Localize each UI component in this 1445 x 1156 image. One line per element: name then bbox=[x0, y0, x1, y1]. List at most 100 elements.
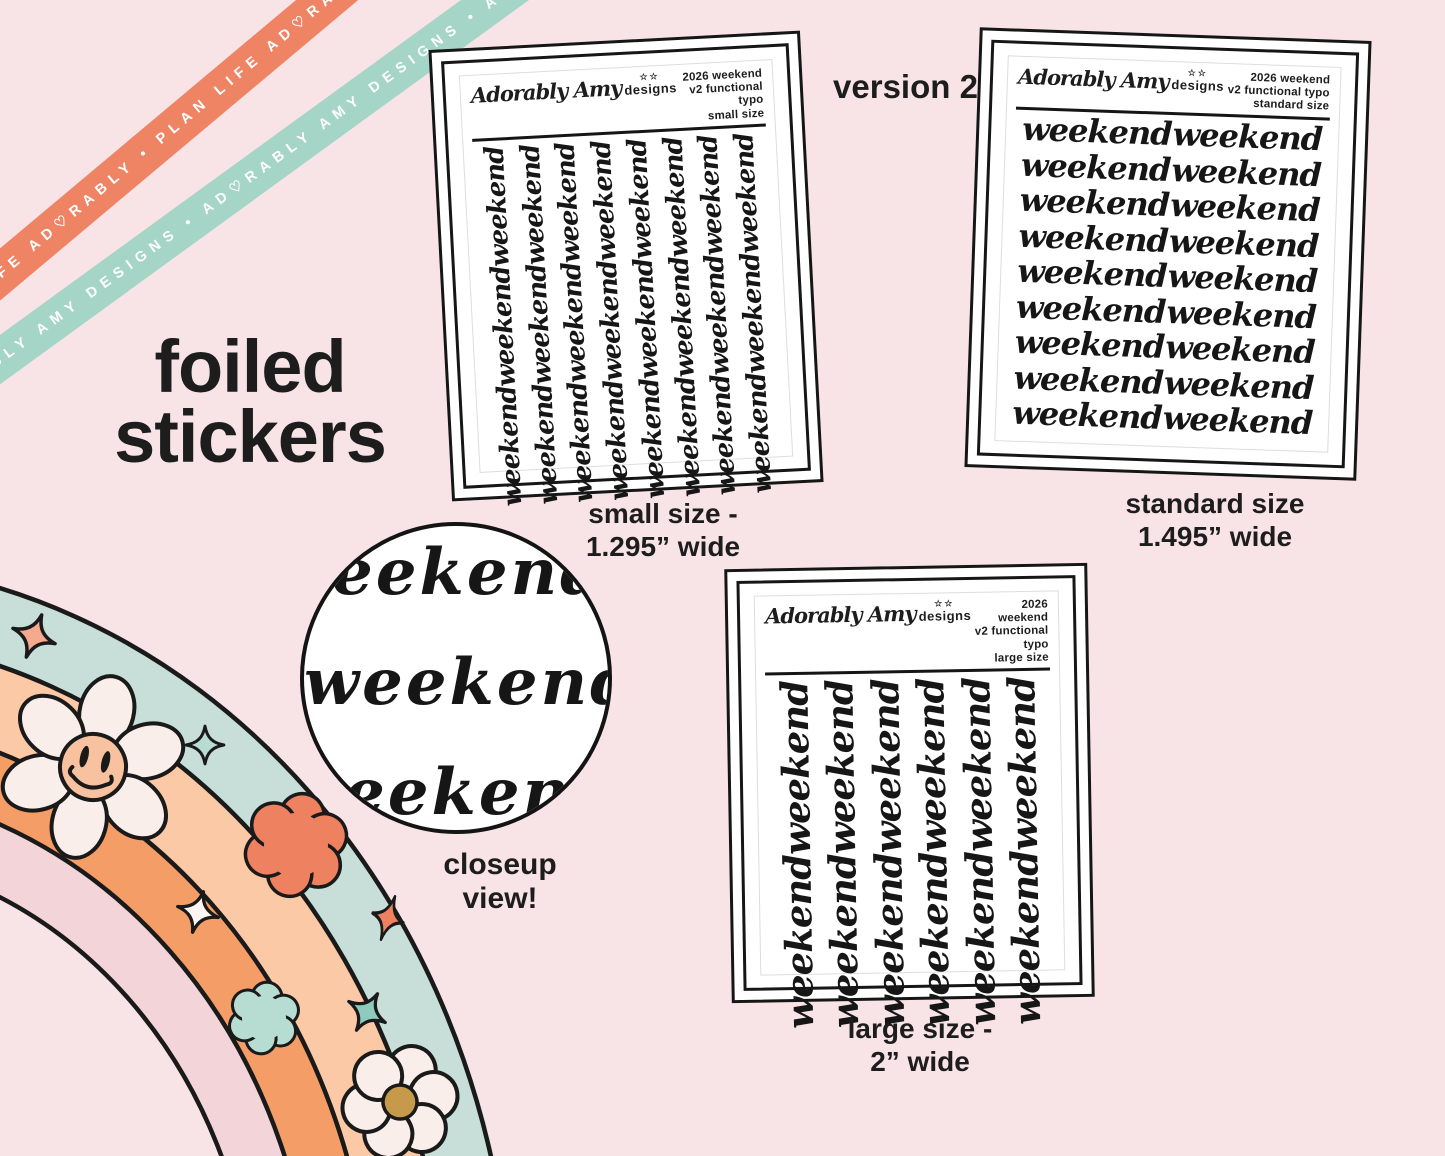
weekend-sticker: weekend bbox=[956, 851, 1004, 1027]
weekend-sticker: weekend bbox=[1015, 287, 1167, 331]
weekend-sticker: weekend bbox=[1167, 257, 1318, 301]
headline: foiled stickers bbox=[80, 330, 420, 478]
weekend-sticker: weekend bbox=[729, 132, 766, 255]
sheet-meta: 2026 weekend v2 functional typo small si… bbox=[682, 67, 765, 123]
weekend-sticker: weekend bbox=[820, 853, 868, 1029]
mint-flower-icon bbox=[228, 980, 300, 1056]
weekend-sticker: weekend bbox=[599, 380, 636, 502]
brand-script: Adorably Amy bbox=[764, 600, 916, 629]
weekend-sticker: weekend bbox=[586, 140, 623, 262]
brand-suffix: ☆☆designs bbox=[623, 70, 678, 98]
weekend-sticker: weekend bbox=[592, 260, 630, 382]
weekend-sticker: weekend bbox=[550, 142, 588, 264]
caption-standard-size: standard size 1.495” wide bbox=[1125, 488, 1305, 552]
weekend-sticker: weekend bbox=[1170, 150, 1322, 194]
weekend-sticker: weekend bbox=[775, 854, 823, 1030]
closeup-word: weekend bbox=[304, 645, 612, 720]
sparkle-icon bbox=[347, 992, 387, 1032]
caption-closeup: closeup view! bbox=[443, 848, 557, 915]
weekend-sticker: weekend bbox=[1002, 850, 1050, 1026]
weekend-sticker: weekend bbox=[1017, 216, 1169, 260]
weekend-sticker: weekend bbox=[557, 262, 594, 384]
stars-icon: ☆☆ bbox=[1187, 67, 1208, 79]
sparkle-icon bbox=[11, 613, 57, 659]
weekend-sticker: weekend bbox=[735, 252, 772, 375]
weekend-sticker: weekend bbox=[1012, 358, 1164, 402]
sticker-sheet-small: Adorably Amy☆☆designs 2026 weekend v2 fu… bbox=[428, 30, 824, 507]
weekend-sticker: weekend bbox=[1162, 399, 1313, 443]
brand-logo: Adorably Amy☆☆designs bbox=[1018, 64, 1225, 96]
headline-line2: stickers bbox=[114, 395, 387, 478]
stars-icon: ☆☆ bbox=[934, 598, 955, 609]
weekend-sticker: weekend bbox=[1172, 115, 1323, 159]
weekend-sticker: weekend bbox=[817, 679, 865, 855]
sticker-paper: Adorably Amy☆☆designs 2026 weekend v2 fu… bbox=[994, 55, 1342, 453]
weekend-sticker: weekend bbox=[657, 136, 695, 258]
sparkle-icon bbox=[184, 724, 226, 766]
sheet-meta: 2026 weekend v2 functional typo standard… bbox=[1227, 71, 1331, 113]
weekend-sticker: weekend bbox=[1021, 110, 1173, 154]
sticker-paper: Adorably Amy☆☆designs 2026 weekend v2 fu… bbox=[753, 590, 1066, 1029]
weekend-sticker: weekend bbox=[527, 383, 565, 506]
sheet-meta: 2026 weekend v2 functional typo large si… bbox=[974, 598, 1049, 665]
sparkle-icon bbox=[176, 890, 220, 934]
weekend-sticker: weekend bbox=[1168, 221, 1320, 266]
brand-suffix: ☆☆designs bbox=[918, 598, 972, 624]
weekend-sticker: weekend bbox=[479, 145, 516, 268]
weekend-sticker: weekend bbox=[1014, 323, 1165, 367]
weekend-sticker: weekend bbox=[706, 374, 743, 496]
weekend-sticker: weekend bbox=[634, 378, 672, 500]
weekend-sticker: weekend bbox=[699, 254, 737, 377]
brand-script: Adorably Amy bbox=[1017, 63, 1170, 94]
gold-daisy-flower-icon bbox=[340, 1044, 460, 1156]
weekend-sticker: weekend bbox=[1169, 186, 1321, 230]
weekend-sticker: weekend bbox=[1164, 328, 1316, 372]
brand-script: Adorably Amy bbox=[470, 75, 622, 108]
weekend-sticker: weekend bbox=[862, 679, 911, 854]
weekend-sticker: weekend bbox=[953, 677, 1001, 853]
sheet-inner-frame: Adorably Amy☆☆designs 2026 weekend v2 fu… bbox=[441, 43, 811, 507]
weekend-sticker: weekend bbox=[1016, 252, 1168, 296]
weekend-sticker: weekend bbox=[664, 256, 701, 378]
weekend-sticker: weekend bbox=[1163, 363, 1315, 408]
sparkle-icon bbox=[371, 894, 405, 942]
weekend-sticker: weekend bbox=[999, 676, 1047, 852]
weekend-sticker: weekend bbox=[485, 265, 523, 388]
weekend-sticker: weekend bbox=[911, 852, 959, 1027]
weekend-sticker: weekend bbox=[670, 376, 707, 498]
weekend-sticker: weekend bbox=[563, 381, 600, 504]
caption-large-size: large size - 2” wide bbox=[847, 1013, 993, 1077]
weekend-sticker: weekend bbox=[521, 263, 558, 386]
sticker-sheet-large: Adorably Amy☆☆designs 2026 weekend v2 fu… bbox=[724, 562, 1095, 1029]
weekend-sticker: weekend bbox=[866, 852, 914, 1028]
caption-small-size: small size - 1.295” wide bbox=[585, 498, 741, 562]
weekend-sticker: weekend bbox=[628, 258, 665, 380]
weekend-sticker: weekend bbox=[772, 680, 820, 856]
weekend-sticker: weekend bbox=[1020, 145, 1172, 189]
weekend-sticker: weekend bbox=[1011, 394, 1163, 438]
weekend-sticker: weekend bbox=[741, 372, 778, 495]
weekend-sticker: weekend bbox=[908, 678, 956, 853]
brand-logo: Adorably Amy☆☆designs bbox=[470, 70, 678, 108]
sheet-header: Adorably Amy☆☆designs 2026 weekend v2 fu… bbox=[763, 596, 1051, 673]
coral-flower-icon bbox=[243, 791, 349, 899]
smiley-daisy-flower-icon bbox=[0, 674, 186, 860]
version-label: version 2 bbox=[833, 68, 978, 105]
sticker-paper: Adorably Amy☆☆designs 2026 weekend v2 fu… bbox=[458, 59, 794, 507]
weekend-sticker: weekend bbox=[693, 134, 730, 257]
weekend-sticker: weekend bbox=[1165, 292, 1317, 337]
weekend-sticker: weekend bbox=[515, 143, 552, 266]
sheet-inner-frame: Adorably Amy☆☆designs 2026 weekend v2 fu… bbox=[736, 575, 1083, 1029]
brand-suffix: ☆☆designs bbox=[1171, 67, 1225, 94]
